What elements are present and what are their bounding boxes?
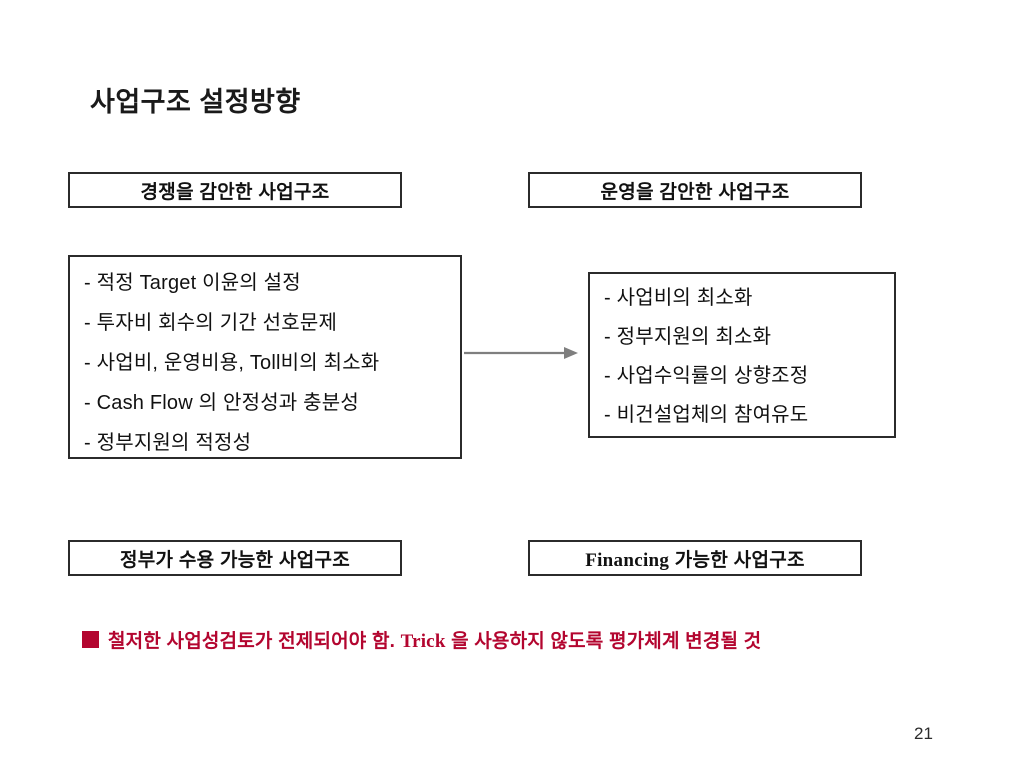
footer-box-financing: Financing 가능한 사업구조 <box>528 540 862 576</box>
content-box-operation: - 사업비의 최소화 - 정부지원의 최소화 - 사업수익률의 상향조정 - 비… <box>588 272 896 438</box>
header-box-competition: 경쟁을 감안한 사업구조 <box>68 172 402 208</box>
footnote: 철저한 사업성검토가 전제되어야 함. Trick 을 사용하지 않도록 평가체… <box>82 626 761 653</box>
footer-box-financing-label-suffix: 가능한 사업구조 <box>669 549 805 571</box>
right-arrow-icon <box>464 338 578 368</box>
header-box-operation-label: 운영을 감안한 사업구조 <box>600 181 790 203</box>
content-box-competition: - 적정 Target 이윤의 설정 - 투자비 회수의 기간 선호문제 - 사… <box>68 255 462 459</box>
list-item: - 적정 Target 이윤의 설정 <box>84 272 301 294</box>
footnote-text-before: 철저한 사업성검토가 전제되어야 함. <box>108 631 401 652</box>
header-box-operation: 운영을 감안한 사업구조 <box>528 172 862 208</box>
footer-box-government: 정부가 수용 가능한 사업구조 <box>68 540 402 576</box>
footer-box-government-label: 정부가 수용 가능한 사업구조 <box>119 549 351 571</box>
footer-box-financing-label: Financing 가능한 사업구조 <box>585 545 805 572</box>
list-item: - 사업비, 운영비용, Toll비의 최소화 <box>84 352 380 374</box>
footnote-text-after: 을 사용하지 않도록 평가체계 변경될 것 <box>445 631 762 652</box>
square-bullet-icon <box>82 631 99 648</box>
footnote-text-emphasis: Trick <box>400 631 446 652</box>
list-item: - 정부지원의 최소화 <box>604 326 772 348</box>
header-box-competition-label: 경쟁을 감안한 사업구조 <box>140 181 330 203</box>
footnote-text: 철저한 사업성검토가 전제되어야 함. Trick 을 사용하지 않도록 평가체… <box>108 626 761 653</box>
list-item: - Cash Flow 의 안정성과 충분성 <box>84 392 359 414</box>
list-item: - 비건설업체의 참여유도 <box>604 404 809 426</box>
footer-box-financing-label-prefix: Financing <box>585 549 670 571</box>
list-item: - 사업비의 최소화 <box>604 287 753 309</box>
list-item: - 사업수익률의 상향조정 <box>604 365 809 387</box>
list-item: - 투자비 회수의 기간 선호문제 <box>84 312 338 334</box>
page-title: 사업구조 설정방향 <box>90 87 301 117</box>
list-item: - 정부지원의 적정성 <box>84 432 252 454</box>
page-number: 21 <box>914 724 933 743</box>
